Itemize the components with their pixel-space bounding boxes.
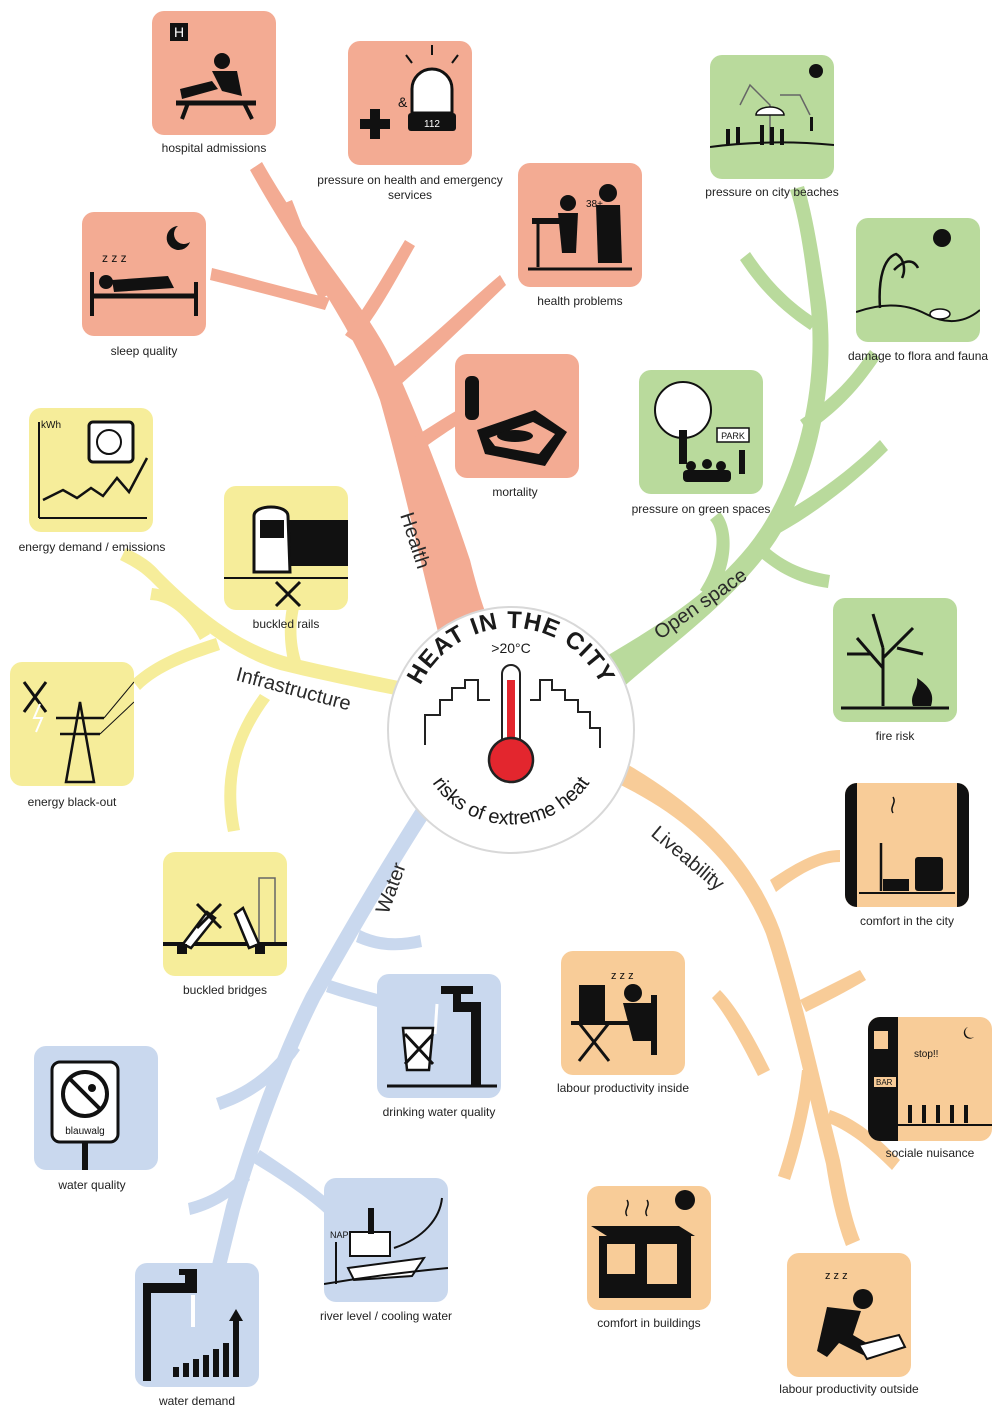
- svg-text:NAP: NAP: [330, 1230, 349, 1240]
- svg-text:&: &: [398, 94, 408, 110]
- tile-river-level: NAP: [324, 1178, 448, 1302]
- label-city-beaches: pressure on city beaches: [705, 185, 839, 199]
- coffin-icon: [465, 376, 567, 466]
- label-health-problems: health problems: [537, 294, 623, 308]
- tile-emergency-services: & 112: [348, 41, 472, 165]
- svg-text:H: H: [174, 24, 184, 40]
- massage-bed-icon: H: [170, 23, 256, 120]
- openspace-branch: [600, 186, 888, 690]
- branch-label-openspace: Open space: [650, 564, 751, 644]
- label-productivity-inside: labour productivity inside: [556, 1081, 690, 1095]
- desk-worker-icon: z z z: [571, 970, 657, 1062]
- svg-text:z z z: z z z: [825, 1270, 848, 1282]
- tile-water-quality: blauwalg: [34, 1046, 158, 1170]
- label-productivity-outside: labour productivity outside: [779, 1382, 919, 1396]
- tile-energy-demand: kWh: [29, 408, 153, 532]
- svg-text:blauwalg: blauwalg: [65, 1126, 104, 1137]
- svg-text:BAR: BAR: [876, 1078, 893, 1087]
- skyline-icon: [424, 679, 490, 745]
- power-pylon-icon: [22, 681, 134, 784]
- bridge-icon: [163, 877, 287, 954]
- tile-sleep-quality: z z z: [82, 212, 206, 336]
- tile-water-demand: [135, 1263, 259, 1387]
- tile-black-out: [10, 662, 134, 786]
- aircon-graph-icon: kWh: [38, 420, 149, 519]
- health-branch: [210, 162, 506, 640]
- doctor-patient-icon: 38+: [528, 184, 632, 271]
- tile-sociale-nuisance: BAR stop!!: [868, 1017, 992, 1141]
- label-comfort-buildings: comfort in buildings: [597, 1316, 701, 1330]
- beach-crowd-icon: [710, 64, 834, 148]
- label-drinking-water: drinking water quality: [382, 1105, 496, 1119]
- tile-drinking-water: [377, 974, 501, 1098]
- label-sociale-nuisance: sociale nuisance: [885, 1146, 975, 1160]
- siren-cross-icon: & 112: [360, 45, 459, 139]
- river-ship-icon: NAP: [324, 1197, 448, 1285]
- svg-text:stop!!: stop!!: [914, 1049, 938, 1060]
- label-black-out: energy black-out: [27, 795, 117, 809]
- house-sun-icon: [591, 1190, 695, 1298]
- svg-text:PARK: PARK: [721, 431, 745, 441]
- center-hub: HEAT IN THE CITY risks of extreme heat >…: [387, 606, 635, 854]
- label-hospital-admissions: hospital admissions: [161, 141, 267, 155]
- svg-text:112: 112: [424, 119, 440, 130]
- bed-moon-icon: z z z: [90, 226, 198, 316]
- tram-rails-icon: [224, 505, 348, 608]
- street-heat-icon: [845, 783, 969, 907]
- svg-text:z z z: z z z: [611, 970, 634, 982]
- tile-fire-risk: [833, 598, 957, 722]
- svg-text:z z z: z z z: [102, 251, 127, 265]
- tile-health-problems: 38+: [518, 163, 642, 287]
- svg-text:kWh: kWh: [41, 420, 61, 431]
- tile-city-beaches: [710, 55, 834, 179]
- kneeling-worker-icon: z z z: [817, 1270, 907, 1361]
- tile-buckled-rails: [224, 486, 348, 610]
- label-green-spaces: pressure on green spaces: [631, 502, 771, 516]
- label-water-quality: water quality: [58, 1178, 126, 1192]
- label-river-level: river level / cooling water: [319, 1309, 453, 1323]
- svg-text:38+: 38+: [586, 199, 603, 210]
- tile-hospital-admissions: H: [152, 11, 276, 135]
- temperature-label: >20°C: [491, 640, 530, 656]
- tile-green-spaces: PARK: [639, 370, 763, 494]
- label-energy-demand: energy demand / emissions: [18, 540, 166, 554]
- park-crowd-icon: PARK: [654, 381, 750, 482]
- tile-flora-fauna: [856, 218, 980, 342]
- tile-comfort-buildings: [587, 1186, 711, 1310]
- tree-fire-icon: [841, 613, 949, 710]
- label-buckled-bridges: buckled bridges: [182, 983, 268, 997]
- tile-mortality: [455, 354, 579, 478]
- label-mortality: mortality: [492, 485, 538, 499]
- label-comfort-city: comfort in the city: [859, 914, 955, 928]
- liveability-branch: [610, 760, 900, 1246]
- bar-noise-icon: BAR stop!!: [868, 1017, 992, 1141]
- label-fire-risk: fire risk: [875, 729, 915, 743]
- tap-glass-icon: [387, 986, 497, 1088]
- no-swimming-sign-icon: blauwalg: [50, 1060, 120, 1170]
- label-emergency-services: pressure on health and emergency service…: [317, 173, 503, 202]
- tile-productivity-inside: z z z: [561, 951, 685, 1075]
- tile-buckled-bridges: [163, 852, 287, 976]
- label-sleep-quality: sleep quality: [110, 344, 178, 358]
- label-water-demand: water demand: [158, 1394, 236, 1408]
- label-flora-fauna: damage to flora and fauna: [847, 349, 989, 363]
- thermometer-icon: [487, 664, 535, 784]
- tile-productivity-outside: z z z: [787, 1253, 911, 1377]
- tap-bars-icon: [143, 1269, 243, 1381]
- wilted-plant-icon: [856, 229, 980, 322]
- tile-comfort-city: [845, 783, 969, 907]
- label-buckled-rails: buckled rails: [252, 617, 320, 631]
